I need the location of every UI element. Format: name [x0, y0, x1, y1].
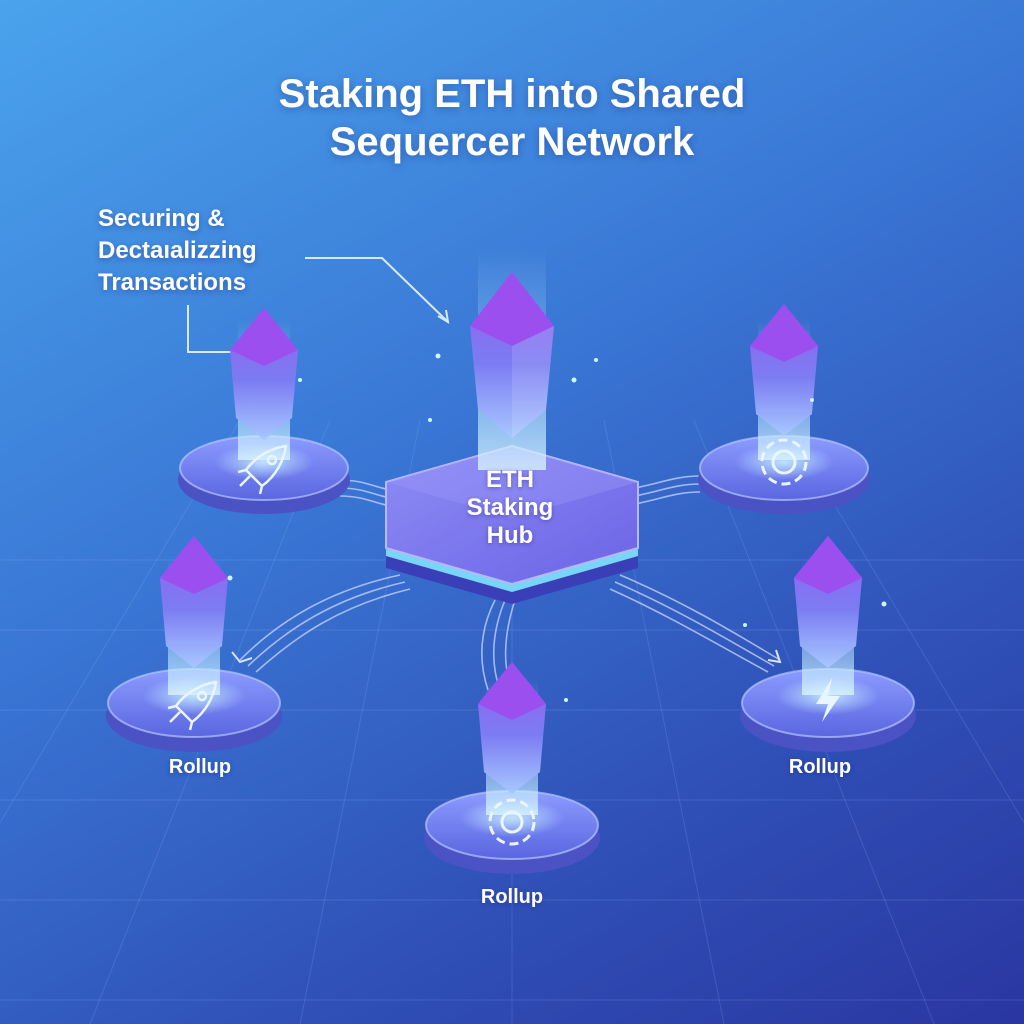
rocket-icon — [167, 680, 218, 731]
rocket-icon — [237, 444, 288, 495]
crystals — [160, 250, 862, 815]
gear-icon — [488, 798, 536, 846]
hub-line-2: Staking — [466, 494, 554, 521]
sparkles — [227, 353, 887, 702]
crystal-center — [470, 250, 554, 470]
rollup-label-bottom-center: Rollup — [480, 886, 544, 908]
crystal-bottom-left — [160, 536, 228, 695]
hub-line-3: Hub — [486, 522, 534, 549]
callout-label: Securing & Dectaıalizzing Transactions — [98, 203, 257, 299]
callout-line-2: Dectaıalizzing — [98, 237, 257, 264]
callout-connector — [187, 257, 450, 353]
rollup-label-bottom-left: Rollup — [168, 756, 232, 778]
crystal-bottom-right — [794, 536, 862, 695]
lightning-icon — [816, 678, 840, 722]
hub-label: ETH Staking Hub — [430, 466, 590, 550]
staking-hub — [385, 444, 639, 604]
crystal-bottom-center — [478, 662, 546, 815]
hub-line-1: ETH — [486, 466, 534, 493]
title-line-1: Staking ETH into Shared — [278, 72, 746, 116]
rollup-label-bottom-right: Rollup — [788, 756, 852, 778]
crystal-top-right — [750, 304, 818, 460]
crystal-top-left — [230, 308, 298, 460]
callout-line-1: Securing & — [98, 205, 225, 232]
platform-bottom-center — [424, 790, 600, 874]
arrow-heads — [231, 649, 782, 664]
title-line-2: Sequercer Network — [329, 120, 695, 164]
gear-icon — [760, 438, 808, 486]
callout-line-3: Transactions — [98, 269, 247, 296]
platform-top-right — [698, 435, 870, 514]
page-title: Staking ETH into Shared Sequercer Networ… — [0, 70, 1024, 166]
